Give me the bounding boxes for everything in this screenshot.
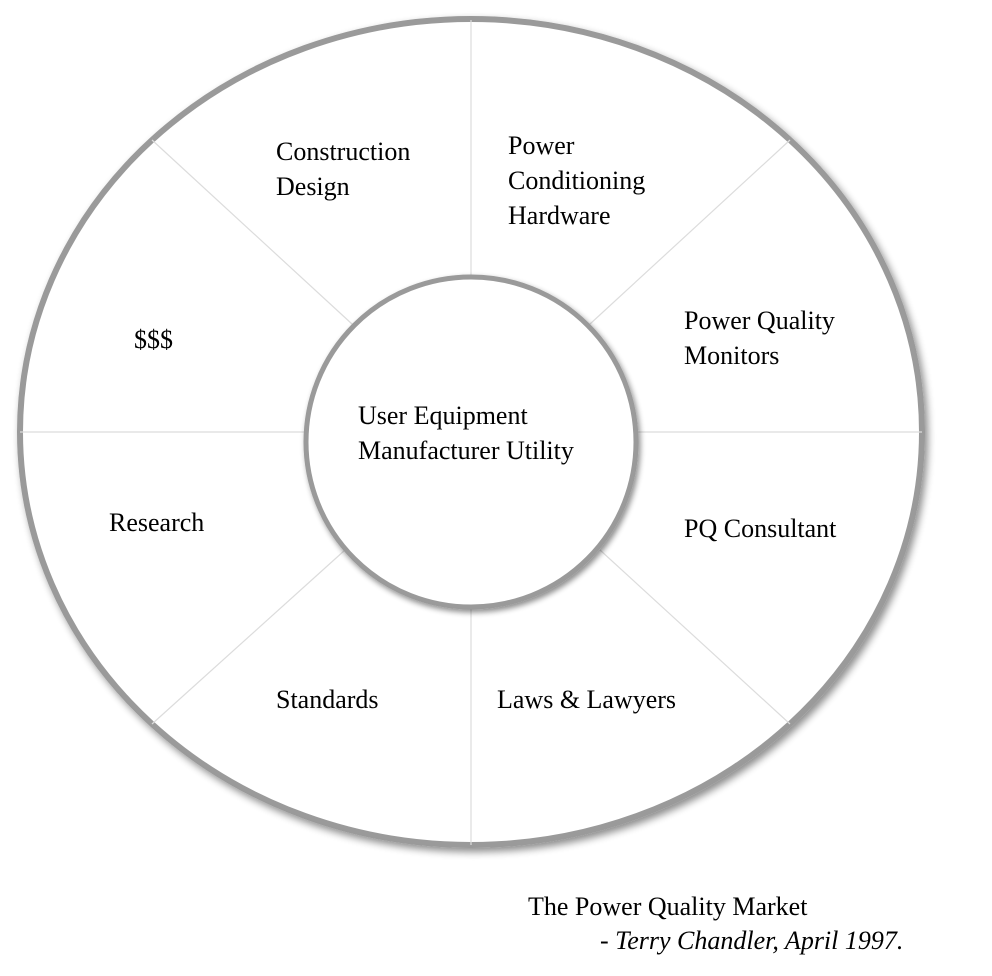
hub-label: User Equipment Manufacturer Utility [358, 401, 574, 465]
caption-title: The Power Quality Market [528, 892, 808, 921]
divider-top-right [589, 139, 791, 325]
caption-attribution-line: - Terry Chandler, April 1997. [600, 925, 903, 957]
segment-label-power-conditioning-hardware: Power Conditioning Hardware [508, 131, 646, 230]
segment-label-power-quality-monitors: Power Quality Monitors [684, 306, 835, 370]
segment-label-standards: Standards [276, 685, 379, 714]
segment-label-research: Research [109, 508, 205, 537]
segment-label-pq-consultant: PQ Consultant [684, 514, 837, 543]
divider-top-left [151, 139, 353, 325]
caption-dash: - [600, 926, 616, 955]
inner-hub [303, 274, 639, 610]
caption-attribution: Terry Chandler, April 1997. [615, 926, 904, 955]
divider-bottom-right [599, 549, 791, 725]
segment-label-laws-lawyers: Laws & Lawyers [497, 685, 677, 714]
segment-dividers [20, 20, 922, 845]
divider-bottom-left [151, 549, 346, 725]
segment-label-money: $$$ [134, 325, 173, 354]
segment-label-construction-design: Construction Design [276, 137, 411, 201]
